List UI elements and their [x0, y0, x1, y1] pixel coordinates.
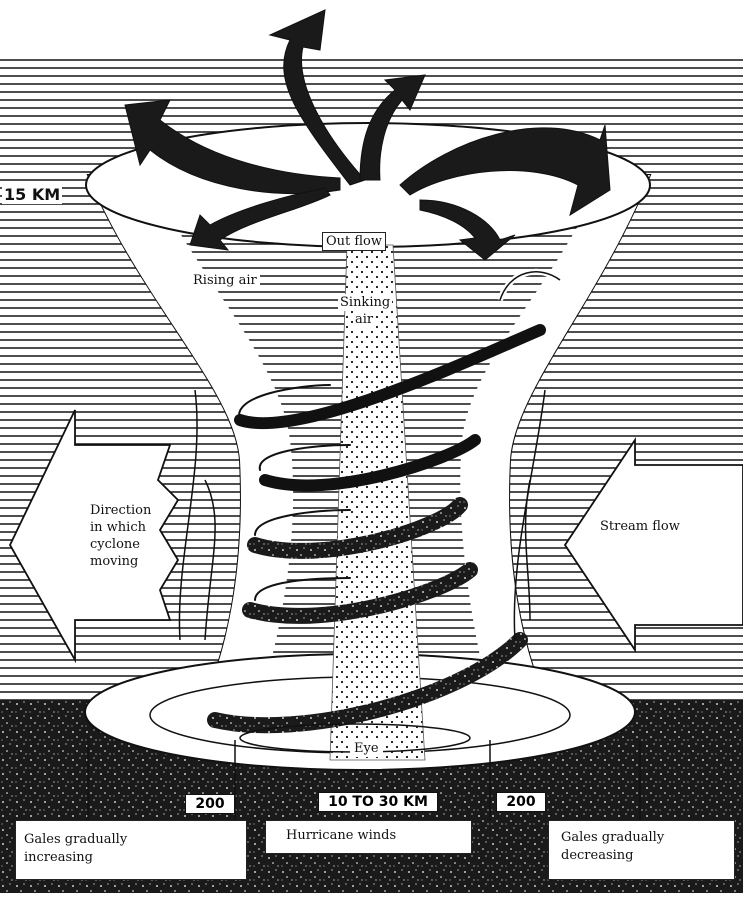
hurricane-winds-box: Hurricane winds [265, 820, 472, 854]
eye-label: Eye [350, 740, 383, 757]
rising-air-label: Rising air [190, 272, 260, 289]
gales-increasing-line2: increasing [24, 849, 93, 866]
gales-decreasing-line2: decreasing [561, 847, 633, 864]
scale-center-value: 10 TO 30 KM [318, 792, 438, 812]
direction-label-line3: cyclone [90, 536, 140, 553]
scale-right-value: 200 [496, 792, 546, 812]
gales-decreasing-box: Gales gradually decreasing [548, 820, 735, 880]
altitude-label: 15 KM [2, 185, 62, 204]
scale-left-value: 200 [185, 794, 235, 814]
hurricane-winds-label: Hurricane winds [286, 827, 396, 844]
sinking-air-label-line1: Sinking [338, 294, 392, 311]
direction-label-line4: moving [90, 553, 138, 570]
sinking-air-label-line2: air [353, 311, 375, 328]
gales-decreasing-line1: Gales gradually [561, 829, 664, 846]
direction-label-line1: Direction [90, 502, 151, 519]
outflow-label: Out flow [322, 232, 386, 251]
stream-flow-label: Stream flow [600, 518, 680, 535]
direction-label-line2: in which [90, 519, 146, 536]
gales-increasing-box: Gales gradually increasing [15, 820, 247, 880]
gales-increasing-line1: Gales gradually [24, 831, 127, 848]
